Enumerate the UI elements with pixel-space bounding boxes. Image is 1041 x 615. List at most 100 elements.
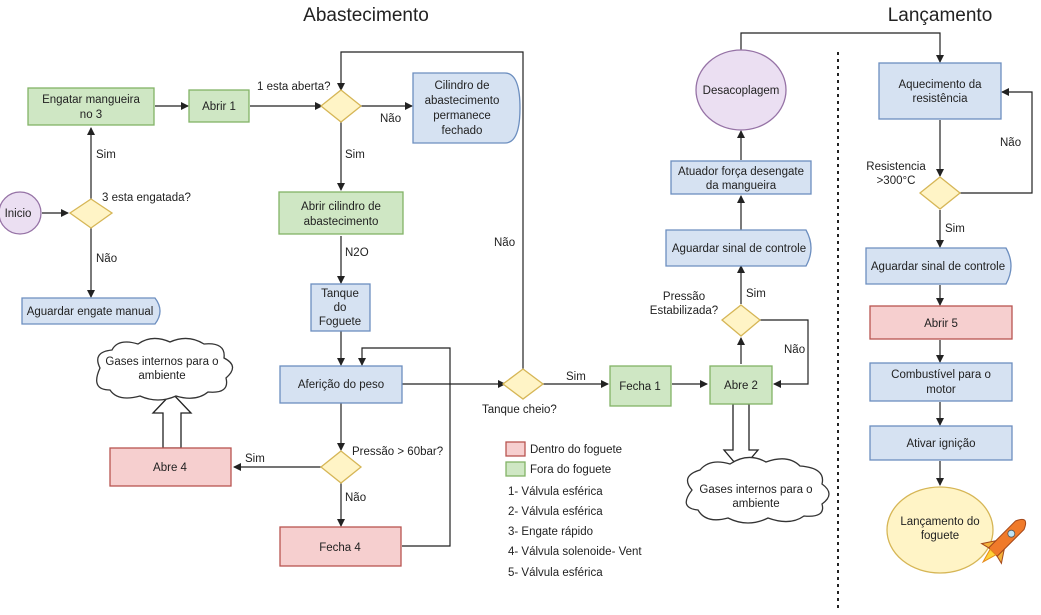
estab-line2: Estabilizada? xyxy=(650,305,718,317)
edge-label-sim-6: Sim xyxy=(945,223,965,235)
node-abre-4: Abre 4 xyxy=(109,447,232,487)
node-afericao-peso: Aferição do peso xyxy=(279,365,403,404)
aguardar-ctrl1-label: Aguardar sinal de controle xyxy=(672,243,806,255)
cilindro-line3: permanece xyxy=(433,110,491,122)
cilindro-line1: Cilindro de xyxy=(435,80,490,92)
edges xyxy=(42,32,1033,547)
engatar-line2: no 3 xyxy=(80,109,102,121)
node-abrir-5: Abrir 5 xyxy=(869,305,1013,340)
edge-label-sim-3: Sim xyxy=(245,453,265,465)
aguardar-engate-label: Aguardar engate manual xyxy=(27,306,154,318)
abrir1-label: Abrir 1 xyxy=(202,101,236,113)
aguardar-ctrl2-label: Aguardar sinal de controle xyxy=(871,261,1005,273)
combustivel-line2: motor xyxy=(926,384,956,396)
node-fecha-1: Fecha 1 xyxy=(609,365,672,407)
legend-swatch-outside xyxy=(505,461,526,477)
gases2-line2: ambiente xyxy=(732,498,779,510)
decision-tanque-cheio: Tanque cheio? xyxy=(482,368,557,416)
rocket-icon xyxy=(980,518,1027,565)
gases1-line2: ambiente xyxy=(138,370,185,382)
decision-engatada: 3 esta engatada? xyxy=(68,192,191,229)
engatar-line1: Engatar mangueira xyxy=(42,94,140,106)
cilindro-line4: fechado xyxy=(442,125,483,137)
node-aquecimento: Aquecimento da resistência xyxy=(878,62,1002,120)
lancamento-line2: foguete xyxy=(921,530,959,542)
title-abastecimento: Abastecimento xyxy=(303,5,429,26)
tanque-line2: do xyxy=(334,302,347,314)
edge-label-sim-1: Sim xyxy=(96,149,116,161)
decision-tanque-label: Tanque cheio? xyxy=(482,404,557,416)
atuador-line2: da mangueira xyxy=(706,180,777,192)
node-abrir-1: Abrir 1 xyxy=(188,89,250,123)
legend-item-1: 1- Válvula esférica xyxy=(508,486,603,498)
aquecimento-line1: Aquecimento da xyxy=(898,79,982,91)
node-combustivel: Combustível para o motor xyxy=(869,362,1013,402)
edge-label-nao-6: Não xyxy=(1000,137,1021,149)
node-fecha-4: Fecha 4 xyxy=(279,526,402,567)
abrir-cilindro-line1: Abrir cilindro de xyxy=(301,201,381,213)
edge-label-n2o: N2O xyxy=(345,247,369,259)
decision-aberta-label: 1 esta aberta? xyxy=(257,81,331,93)
node-desacoplagem: Desacoplagem xyxy=(695,49,787,131)
decision-aberta: 1 esta aberta? xyxy=(257,81,363,123)
node-abre-2: Abre 2 xyxy=(709,365,773,405)
node-aguardar-engate: Aguardar engate manual xyxy=(21,297,161,325)
tanque-line3: Foguete xyxy=(319,316,361,328)
fecha4-label: Fecha 4 xyxy=(319,542,361,554)
node-aguardar-controle-2: Aguardar sinal de controle xyxy=(865,247,1012,285)
node-lancamento: Lançamento do foguete xyxy=(886,486,994,574)
desacoplagem-label: Desacoplagem xyxy=(703,85,780,97)
gases1-line1: Gases internos para o xyxy=(105,356,218,368)
edge-label-sim-5: Sim xyxy=(746,288,766,300)
decision-estabilizada: Pressão Estabilizada? xyxy=(650,291,762,337)
decision-pressao-60-label: Pressão > 60bar? xyxy=(352,446,443,458)
combustivel-line1: Combustível para o xyxy=(891,369,991,381)
edge-label-nao-5: Não xyxy=(784,344,805,356)
edge-label-sim-4: Sim xyxy=(566,371,586,383)
decision-engatada-label: 3 esta engatada? xyxy=(102,192,191,204)
legend-item-5: 5- Válvula esférica xyxy=(508,567,603,579)
edge-label-nao-1: Não xyxy=(96,253,117,265)
abre4-label: Abre 4 xyxy=(153,462,187,474)
edge-label-nao-2: Não xyxy=(380,113,401,125)
gases2-line1: Gases internos para o xyxy=(699,484,812,496)
decision-pressao-60: Pressão > 60bar? xyxy=(319,446,443,484)
legend-item-4: 4- Válvula solenoide- Vent xyxy=(508,546,642,558)
legend: Dentro do foguete Fora do foguete 1- Vál… xyxy=(505,441,642,579)
legend-outside: Fora do foguete xyxy=(530,464,611,476)
legend-item-2: 2- Válvula esférica xyxy=(508,506,603,518)
tanque-line1: Tanque xyxy=(321,288,359,300)
fat-arrow-up xyxy=(151,392,193,449)
resist-line2: >300°C xyxy=(877,175,916,187)
fecha1-label: Fecha 1 xyxy=(619,381,661,393)
estab-line1: Pressão xyxy=(663,291,705,303)
legend-item-3: 3- Engate rápido xyxy=(508,526,593,538)
cilindro-line2: abastecimento xyxy=(425,95,500,107)
node-atuador: Atuador força desengate da mangueira xyxy=(670,160,812,195)
cloud-gases-1: Gases internos para o ambiente xyxy=(96,337,234,401)
start-node: Inicio xyxy=(0,191,42,235)
node-cilindro-fechado: Cilindro de abastecimento permanece fech… xyxy=(412,72,521,144)
afericao-label: Aferição do peso xyxy=(298,379,384,391)
aquecimento-line2: resistência xyxy=(913,93,969,105)
lancamento-line1: Lançamento do xyxy=(900,516,979,528)
abrir-cilindro-line2: abastecimento xyxy=(304,216,379,228)
node-ativar-ignicao: Ativar ignição xyxy=(869,425,1013,461)
node-abrir-cilindro: Abrir cilindro de abastecimento xyxy=(278,191,404,235)
abrir5-label: Abrir 5 xyxy=(924,318,958,330)
cloud-gases-2: Gases internos para o ambiente xyxy=(685,456,830,524)
resist-line1: Resistencia xyxy=(866,161,926,173)
edge-label-nao-3: Não xyxy=(345,492,366,504)
node-aguardar-controle-1: Aguardar sinal de controle xyxy=(665,229,812,267)
decision-resistencia: Resistencia >300°C xyxy=(866,161,962,210)
edge-label-sim-2: Sim xyxy=(345,149,365,161)
abre2-label: Abre 2 xyxy=(724,380,758,392)
atuador-line1: Atuador força desengate xyxy=(678,166,804,178)
legend-swatch-inside xyxy=(505,441,526,457)
edge-label-nao-4: Não xyxy=(494,237,515,249)
node-engatar-mangueira: Engatar mangueira no 3 xyxy=(27,87,155,126)
title-lancamento: Lançamento xyxy=(888,5,993,26)
node-tanque-foguete: Tanque do Foguete xyxy=(310,283,371,332)
